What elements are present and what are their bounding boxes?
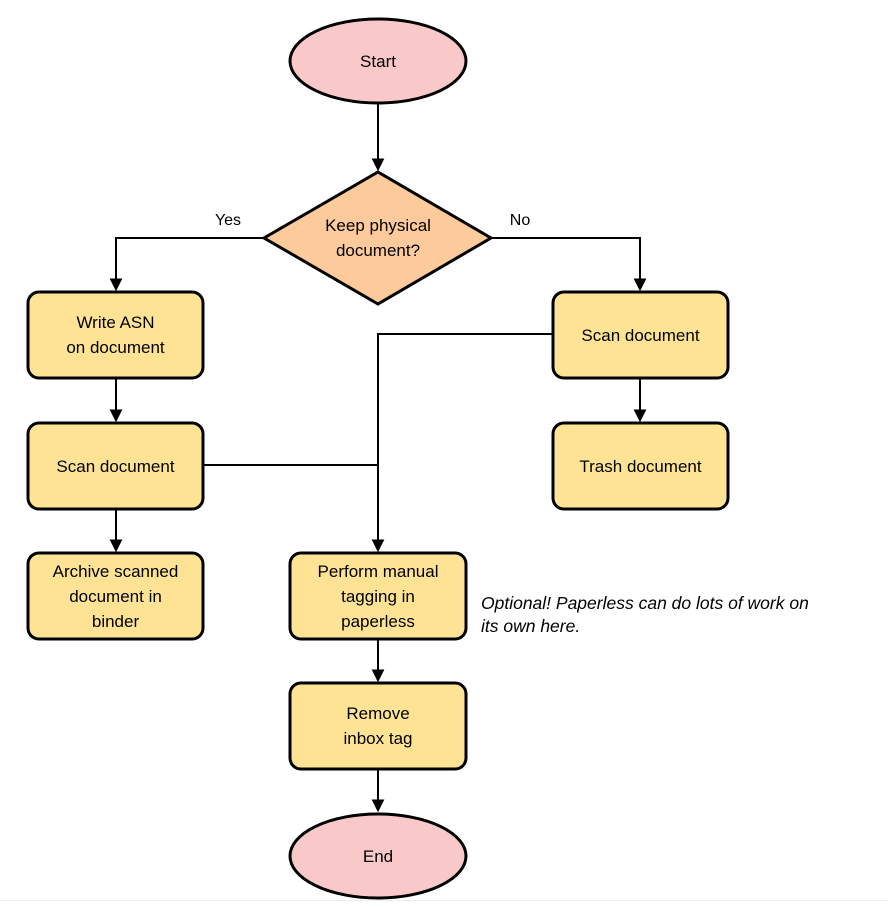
scan-right-node-label: Scan document <box>581 325 700 345</box>
decision-diamond-shape <box>261 170 494 306</box>
decision-node-label: Keep physical document? <box>325 216 431 260</box>
bottom-divider <box>0 900 888 901</box>
archive-node-label: Archive scanned document in binder <box>52 561 179 631</box>
write-asn-process-shape <box>26 290 205 380</box>
scan-left-node-label: Scan document <box>56 456 175 476</box>
scan-left-process-shape <box>26 421 205 511</box>
edge-scan-right-to-tagging <box>371 333 553 553</box>
edge-label-yes: Yes <box>204 209 252 233</box>
write-asn-node-label: Write ASN on document <box>66 313 165 357</box>
annotation-note: Optional! Paperless can do lots of work … <box>481 593 809 636</box>
end-terminator-shape <box>288 812 468 900</box>
end-node-label: End <box>362 846 394 866</box>
start-terminator-shape <box>288 17 468 105</box>
remove-inbox-process-shape <box>288 681 468 771</box>
tagging-node-label: Perform manual tagging in paperless <box>317 561 439 631</box>
start-node-label: Start <box>360 51 396 71</box>
trash-node-label: Trash document <box>579 456 702 476</box>
scan-right-process-shape <box>551 290 730 380</box>
edge-decision-yes-to-write-asn <box>109 237 264 292</box>
trash-process-shape <box>551 421 730 511</box>
edge-label-no: No <box>498 209 542 233</box>
remove-inbox-node-label: Remove inbox tag <box>343 704 413 748</box>
edge-decision-no-to-scan-right <box>491 237 647 292</box>
archive-process-shape <box>26 551 205 641</box>
tagging-process-shape <box>288 551 468 641</box>
